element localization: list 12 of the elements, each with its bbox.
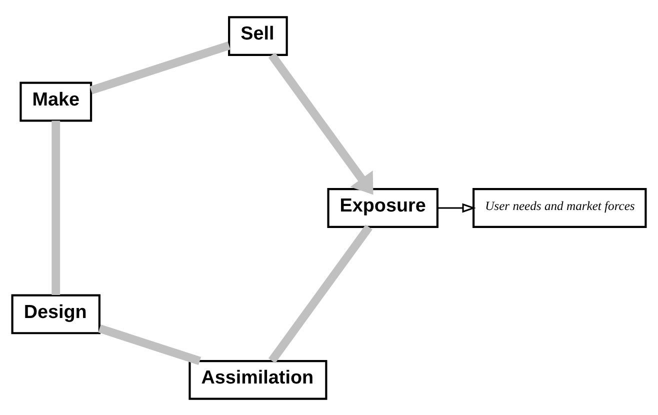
arrow — [438, 202, 476, 212]
node-box: Design — [11, 294, 100, 334]
arrow — [268, 52, 374, 194]
connector — [98, 324, 202, 364]
node-box: Assimilation — [188, 359, 328, 400]
node-box: Make — [20, 81, 92, 122]
node-box: Sell — [228, 16, 288, 56]
connector — [268, 224, 372, 363]
connector — [52, 120, 60, 294]
node-box: Exposure — [327, 188, 438, 228]
connector — [90, 41, 230, 94]
node-box: User needs and market forces — [472, 188, 647, 228]
